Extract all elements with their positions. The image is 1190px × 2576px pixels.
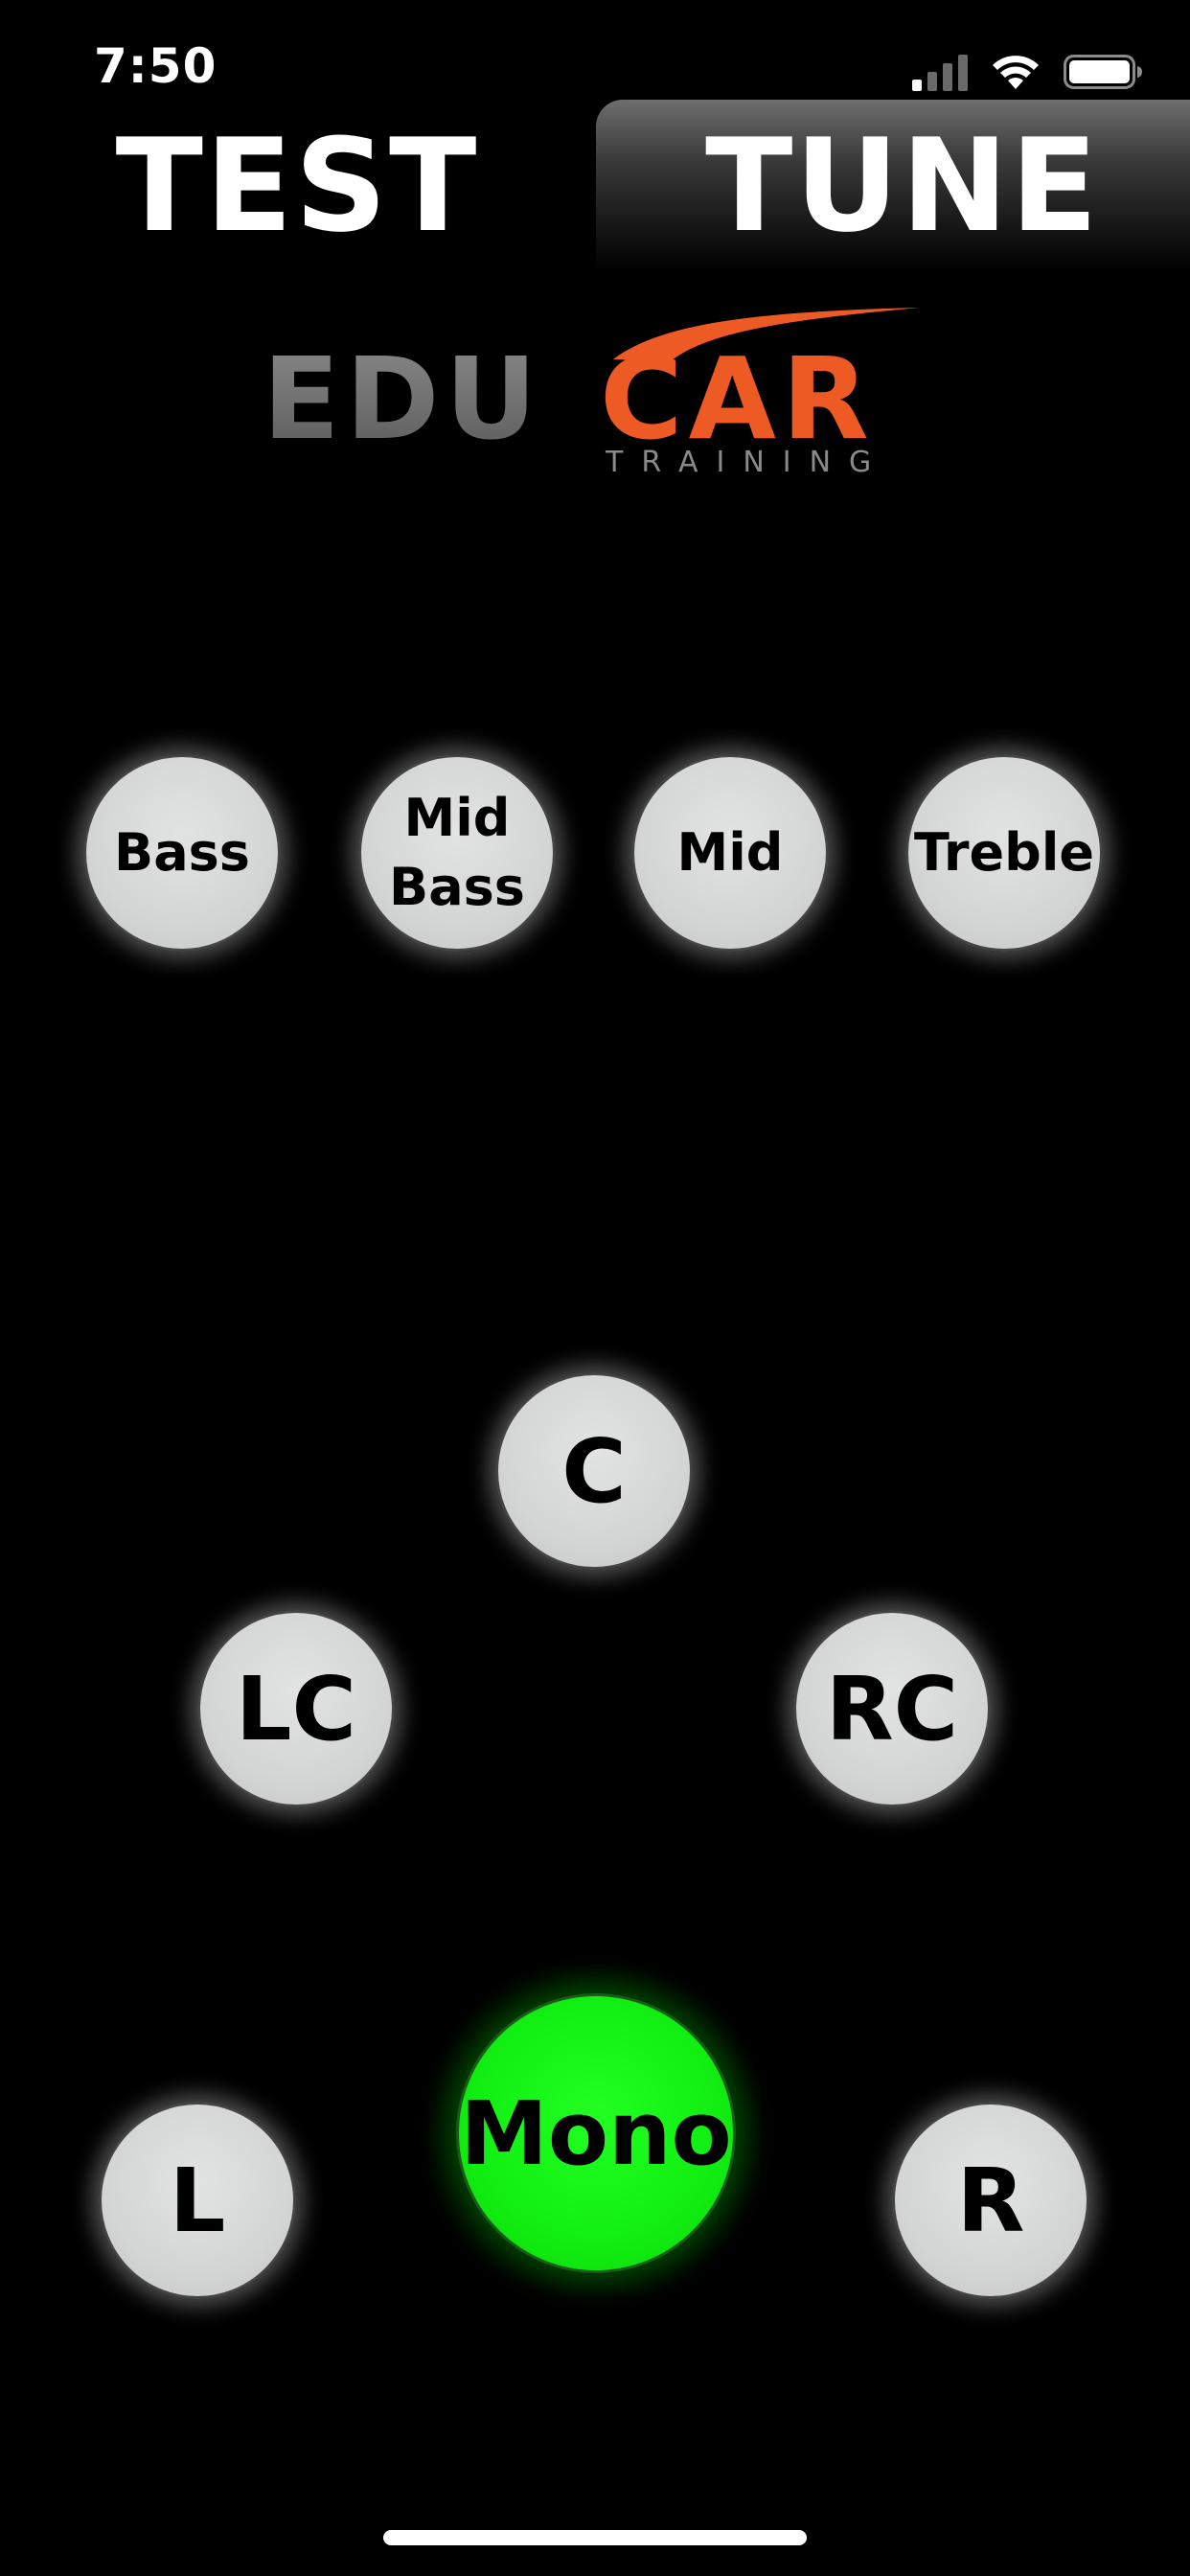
- right-channel-button[interactable]: R: [892, 2102, 1089, 2299]
- home-indicator[interactable]: [383, 2530, 807, 2545]
- status-icons: [912, 48, 1144, 96]
- wifi-icon: [993, 56, 1039, 89]
- right-center-channel-label: RC: [825, 1657, 959, 1760]
- treble-button[interactable]: Treble: [905, 754, 1103, 952]
- tab-tune[interactable]: TUNE: [596, 100, 1190, 272]
- battery-icon: [1064, 55, 1142, 89]
- logo-word-edu: EDU: [263, 333, 542, 465]
- left-center-channel-button[interactable]: LC: [197, 1610, 395, 1807]
- right-center-channel-button[interactable]: RC: [793, 1610, 991, 1807]
- left-channel-label: L: [169, 2149, 226, 2252]
- car-swoosh: [613, 308, 920, 361]
- left-center-channel-label: LC: [235, 1657, 357, 1760]
- tab-test-label: TEST: [115, 111, 479, 261]
- center-channel-button[interactable]: C: [495, 1372, 693, 1570]
- educar-logo: EDU CAR TRAINING: [263, 308, 920, 474]
- mid-bass-button[interactable]: Mid Bass: [358, 754, 556, 952]
- bass-button-label: Bass: [114, 822, 250, 883]
- right-channel-label: R: [956, 2149, 1025, 2252]
- mono-button[interactable]: Mono: [456, 1993, 736, 2273]
- logo-tagline: TRAINING: [605, 446, 889, 474]
- status-bar: 7:50: [0, 0, 1190, 134]
- mid-button-label: Mid: [676, 822, 784, 883]
- treble-button-label: Treble: [914, 822, 1094, 883]
- tab-tune-label: TUNE: [705, 111, 1100, 261]
- mid-bass-button-label-1: Mid: [403, 788, 511, 848]
- center-channel-label: C: [561, 1419, 627, 1523]
- mid-bass-button-label-2: Bass: [389, 857, 525, 917]
- bass-button[interactable]: Bass: [83, 754, 281, 952]
- logo-word-car: CAR: [600, 333, 875, 465]
- signal-icon: [912, 55, 968, 91]
- status-time: 7:50: [94, 38, 217, 94]
- mid-button[interactable]: Mid: [631, 754, 829, 952]
- tab-test[interactable]: TEST: [0, 100, 594, 272]
- left-channel-button[interactable]: L: [99, 2102, 296, 2299]
- mono-button-label: Mono: [460, 2082, 732, 2185]
